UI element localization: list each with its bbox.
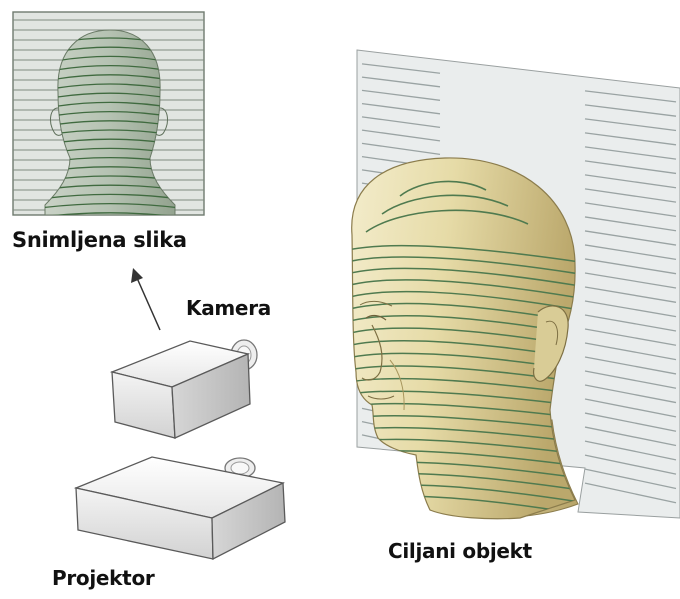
camera-device (112, 340, 257, 438)
captured-image-thumbnail (13, 12, 204, 217)
camera-to-image-arrow (131, 268, 160, 330)
captured-image-label: Snimljena slika (12, 228, 187, 252)
target-object-head (340, 158, 580, 519)
projector-label: Projektor (52, 566, 154, 590)
camera-label: Kamera (186, 296, 271, 320)
projector-device (76, 457, 285, 559)
target-object-label: Ciljani objekt (388, 539, 532, 563)
